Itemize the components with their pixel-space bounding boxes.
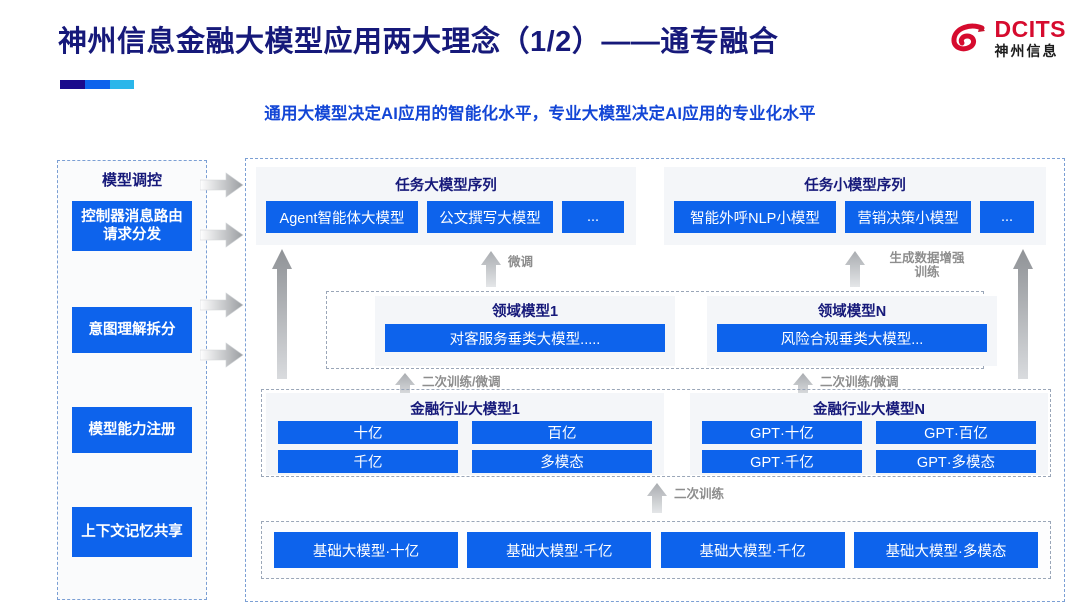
base-model-2[interactable]: 基础大模型·千亿 [467, 532, 652, 568]
arrow-label-gen-data-line1: 生成数据增强 [889, 251, 965, 265]
logo-en-label: DCITS [994, 16, 1066, 42]
chip-more-large[interactable]: ... [562, 201, 624, 233]
industry-model-1-title: 金融行业大模型1 [410, 402, 520, 418]
domain-model-1-panel: 领域模型1 对客服务垂类大模型..... [375, 296, 675, 366]
control-item-intent[interactable]: 意图理解拆分 [72, 307, 192, 353]
industry-model-1-grid: 十亿 百亿 千亿 多模态 [266, 419, 664, 473]
domain-model-n-item[interactable]: 风险合规垂类大模型... [717, 324, 987, 352]
dcits-swirl-icon [949, 18, 989, 58]
flow-arrow-up-gen-data [844, 251, 866, 287]
industry-1-cell-1[interactable]: 十亿 [278, 421, 458, 444]
main-dashed-container: 任务大模型序列 Agent智能体大模型 公文撰写大模型 ... 任务小模型序列 … [245, 158, 1065, 602]
chip-marketing-decision-model[interactable]: 营销决策小模型 [845, 201, 971, 233]
accent-segment-2 [85, 80, 110, 89]
arrow-label-retrain-left: 二次训练/微调 [422, 375, 501, 389]
industry-model-n-grid: GPT·十亿 GPT·百亿 GPT·千亿 GPT·多模态 [690, 419, 1048, 473]
industry-n-cell-3[interactable]: GPT·千亿 [702, 450, 862, 473]
domain-models-container: 领域模型1 对客服务垂类大模型..... 领域模型N 风险合规垂类大模型... [326, 291, 997, 369]
page-title: 神州信息金融大模型应用两大理念（1/2）——通专融合 [58, 26, 779, 58]
flow-arrow-right-4 [199, 342, 244, 368]
dcits-logo: DCITS 神州信息 [949, 18, 1067, 58]
industry-model-n-panel: 金融行业大模型N GPT·十亿 GPT·百亿 GPT·千亿 GPT·多模态 [690, 393, 1048, 475]
arrow-label-retrain-right: 二次训练/微调 [820, 375, 899, 389]
arrow-label-gen-data: 生成数据增强 训练 [872, 251, 982, 280]
architecture-diagram: 模型调控 控制器消息路由请求分发 意图理解拆分 模型能力注册 上下文记忆共享 [0, 150, 1080, 608]
task-large-model-title: 任务大模型序列 [395, 178, 497, 194]
accent-segment-1 [60, 80, 86, 89]
industry-1-cell-3[interactable]: 千亿 [278, 450, 458, 473]
domain-model-n-title: 领域模型N [817, 304, 887, 320]
task-small-model-panel: 任务小模型序列 智能外呼NLP小模型 营销决策小模型 ... [664, 167, 1046, 245]
industry-n-cell-4[interactable]: GPT·多模态 [876, 450, 1036, 473]
accent-bar [60, 80, 134, 89]
arrow-label-gen-data-line2: 训练 [914, 265, 940, 280]
industry-models-container: 金融行业大模型1 十亿 百亿 千亿 多模态 金融行业大模型N GPT·十亿 GP… [261, 389, 1051, 477]
domain-model-1-item[interactable]: 对客服务垂类大模型..... [385, 324, 665, 352]
industry-model-1-panel: 金融行业大模型1 十亿 百亿 千亿 多模态 [266, 393, 664, 475]
industry-1-cell-2[interactable]: 百亿 [472, 421, 652, 444]
flow-arrow-right-2 [199, 222, 244, 248]
control-column: 模型调控 控制器消息路由请求分发 意图理解拆分 模型能力注册 上下文记忆共享 [57, 160, 207, 600]
domain-model-n-panel: 领域模型N 风险合规垂类大模型... [707, 296, 997, 366]
task-small-model-title: 任务小模型序列 [804, 178, 906, 194]
flow-arrow-right-3 [199, 292, 244, 318]
logo-text: DCITS 神州信息 [994, 16, 1067, 59]
task-small-model-chips: 智能外呼NLP小模型 营销决策小模型 ... [664, 195, 1046, 242]
flow-arrow-up-tall-left [271, 249, 293, 379]
base-model-4[interactable]: 基础大模型·多模态 [853, 532, 1038, 568]
flow-arrow-right-1 [199, 172, 244, 198]
accent-segment-3 [109, 80, 134, 89]
chip-agent-model[interactable]: Agent智能体大模型 [266, 201, 418, 233]
industry-model-n-title: 金融行业大模型N [813, 402, 925, 418]
domain-model-1-title: 领域模型1 [491, 304, 559, 320]
control-column-title: 模型调控 [101, 172, 162, 189]
arrow-label-finetune: 微调 [508, 255, 534, 269]
logo-cn-label: 神州信息 [994, 43, 1059, 59]
base-model-1[interactable]: 基础大模型·十亿 [274, 532, 458, 568]
arrow-label-retrain-base: 二次训练 [674, 487, 725, 501]
flow-arrow-up-retrain-right [792, 373, 814, 399]
control-item-context[interactable]: 上下文记忆共享 [72, 507, 192, 557]
base-model-3[interactable]: 基础大模型·千亿 [660, 532, 845, 568]
industry-n-cell-2[interactable]: GPT·百亿 [876, 421, 1036, 444]
industry-n-cell-1[interactable]: GPT·十亿 [702, 421, 862, 444]
task-large-model-chips: Agent智能体大模型 公文撰写大模型 ... [256, 195, 636, 242]
page-subtitle: 通用大模型决定AI应用的智能化水平，专业大模型决定AI应用的专业化水平 [264, 105, 816, 123]
flow-arrow-up-finetune [480, 251, 502, 287]
control-item-registry[interactable]: 模型能力注册 [72, 407, 192, 453]
chip-outbound-nlp-model[interactable]: 智能外呼NLP小模型 [674, 201, 836, 233]
industry-1-cell-4[interactable]: 多模态 [472, 450, 652, 473]
task-large-model-panel: 任务大模型序列 Agent智能体大模型 公文撰写大模型 ... [256, 167, 636, 245]
flow-arrow-up-tall-right [1012, 249, 1034, 379]
chip-more-small[interactable]: ... [980, 201, 1034, 233]
chip-doc-writing-model[interactable]: 公文撰写大模型 [427, 201, 553, 233]
flow-arrow-up-retrain-left [394, 373, 416, 399]
base-models-container: 基础大模型·十亿 基础大模型·千亿 基础大模型·千亿 基础大模型·多模态 [261, 521, 1051, 579]
control-item-router[interactable]: 控制器消息路由请求分发 [72, 201, 192, 251]
flow-arrow-up-retrain-base [646, 483, 668, 513]
